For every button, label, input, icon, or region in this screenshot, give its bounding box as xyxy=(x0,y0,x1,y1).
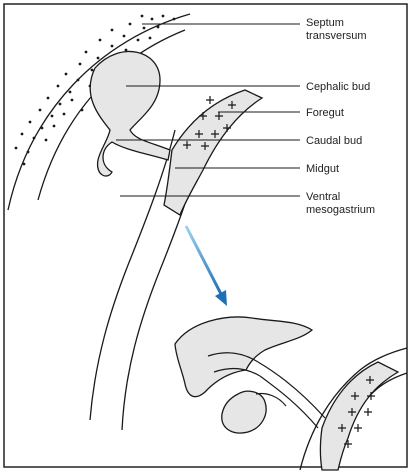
label-cephalic-bud: Cephalic bud xyxy=(306,81,370,93)
label-ventral-mesogastrium-1: Ventral xyxy=(306,191,340,203)
label-septum-transversum-2: transversum xyxy=(306,30,367,42)
gallbladder xyxy=(222,391,266,433)
down-arrow-icon xyxy=(186,226,227,306)
cephalic-bud xyxy=(90,51,170,176)
label-midgut: Midgut xyxy=(306,163,339,175)
label-foregut: Foregut xyxy=(306,107,344,119)
duodenum-segment xyxy=(321,362,399,470)
label-septum-transversum-1: Septum xyxy=(306,17,344,29)
label-ventral-mesogastrium-2: mesogastrium xyxy=(306,204,375,216)
common-bile-duct xyxy=(258,362,325,428)
label-caudal-bud: Caudal bud xyxy=(306,135,362,147)
developing-liver xyxy=(175,317,312,397)
